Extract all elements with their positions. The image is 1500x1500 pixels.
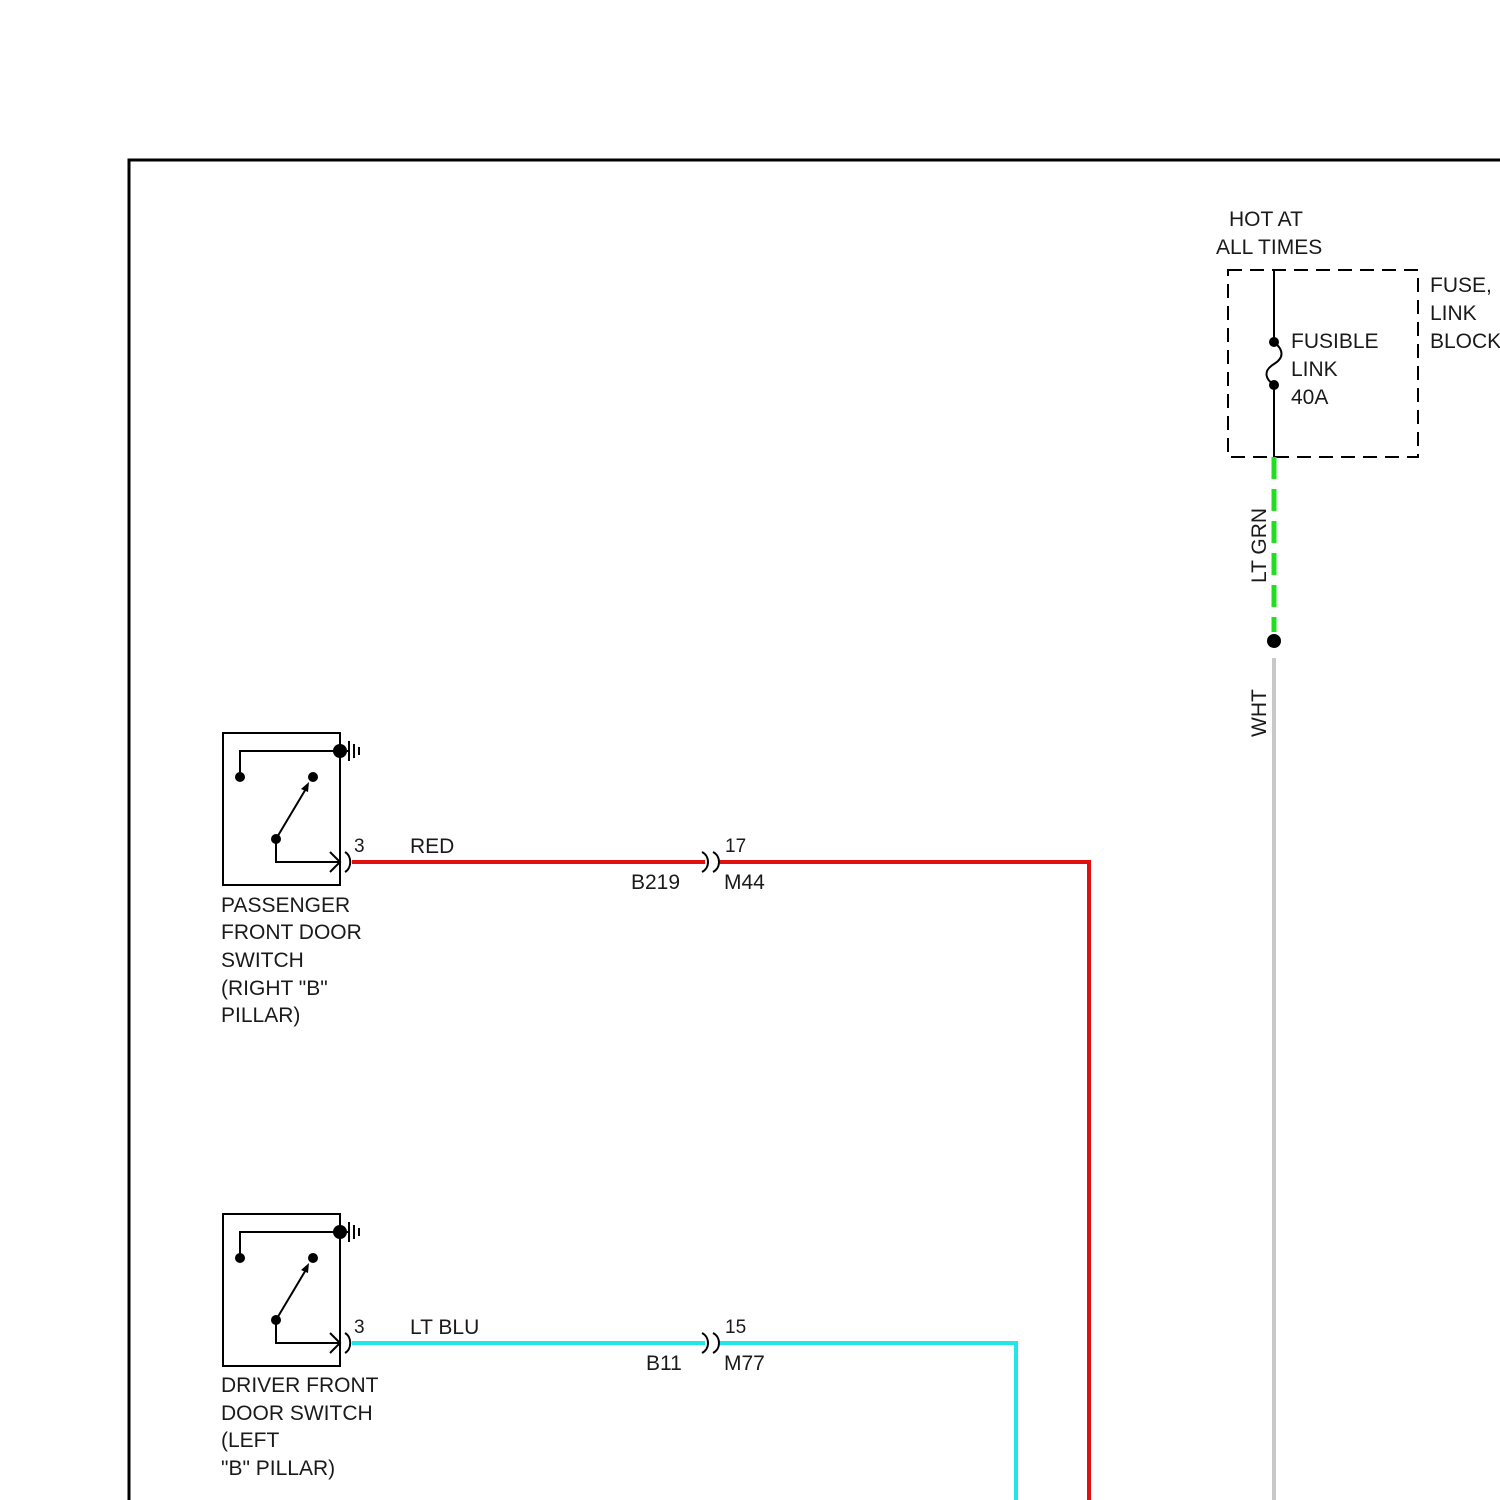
connector-b219-pin-number: 17 (725, 836, 746, 857)
passenger-switch-ground-dot (333, 744, 347, 758)
passenger-front-door-switch: 3 (223, 733, 365, 885)
fusible-link-symbol (1267, 342, 1282, 385)
splice-dot (1267, 634, 1281, 648)
passenger-switch-pin-number: 3 (354, 836, 365, 857)
passenger-switch-label-line4: (RIGHT "B" (221, 977, 328, 1000)
fusible-link-label-line2: LINK (1291, 358, 1338, 381)
driver-switch-ground-lead (240, 1232, 340, 1258)
hot-at-label-line1: HOT AT (1229, 208, 1303, 231)
passenger-switch-ground-icon (347, 741, 359, 761)
driver-switch-label-line4: "B" PILLAR) (221, 1457, 335, 1480)
driver-switch-contact-left (235, 1253, 245, 1263)
passenger-switch-label-line5: PILLAR) (221, 1004, 300, 1027)
passenger-switch-contact-right (308, 772, 318, 782)
hot-at-label-line2: ALL TIMES (1216, 236, 1322, 259)
passenger-switch-blade-arrow (301, 782, 309, 792)
passenger-switch-contact-left (235, 772, 245, 782)
passenger-switch-ground-lead (240, 751, 340, 777)
fuse-block-label-line2: LINK (1430, 302, 1477, 325)
connector-b11-pin-number: 15 (725, 1317, 746, 1338)
driver-switch-ground-icon (347, 1222, 359, 1242)
red-wire-label: RED (410, 835, 454, 858)
fuse-block-label-line1: FUSE, (1430, 274, 1492, 297)
passenger-switch-label-line3: SWITCH (221, 949, 304, 972)
driver-switch-pin-connector (345, 1333, 350, 1353)
driver-front-door-switch: 3 (223, 1214, 365, 1366)
driver-switch-contact-right (308, 1253, 318, 1263)
driver-switch-ground-dot (333, 1225, 347, 1239)
connector-m77-label: M77 (724, 1352, 765, 1375)
passenger-switch-label-line1: PASSENGER (221, 894, 350, 917)
driver-switch-label-line3: (LEFT (221, 1429, 280, 1452)
lt-grn-wire-label: LT GRN (1248, 508, 1271, 583)
driver-switch-label-line2: DOOR SWITCH (221, 1402, 373, 1425)
wht-wire-label: WHT (1248, 689, 1271, 737)
passenger-switch-blade (276, 787, 307, 839)
lt-blu-wire-label: LT BLU (410, 1316, 479, 1339)
red-wire-segment-right (720, 862, 1089, 1500)
driver-switch-blade (276, 1268, 307, 1320)
passenger-switch-output-lead (276, 839, 340, 862)
connector-b219-label: B219 (631, 871, 680, 894)
fusible-link-rating: 40A (1291, 386, 1328, 409)
fuse-block-label-line3: BLOCK (1430, 330, 1500, 353)
driver-switch-output-lead (276, 1320, 340, 1343)
driver-switch-blade-arrow (301, 1263, 309, 1273)
connector-b11-label: B11 (646, 1352, 682, 1375)
connector-m44-label: M44 (724, 871, 765, 894)
fusible-link-label-line1: FUSIBLE (1291, 330, 1379, 353)
passenger-switch-label-line2: FRONT DOOR (221, 921, 362, 944)
passenger-switch-pin-connector (345, 852, 350, 872)
driver-switch-label-line1: DRIVER FRONT (221, 1374, 379, 1397)
driver-switch-pin-number: 3 (354, 1317, 365, 1338)
